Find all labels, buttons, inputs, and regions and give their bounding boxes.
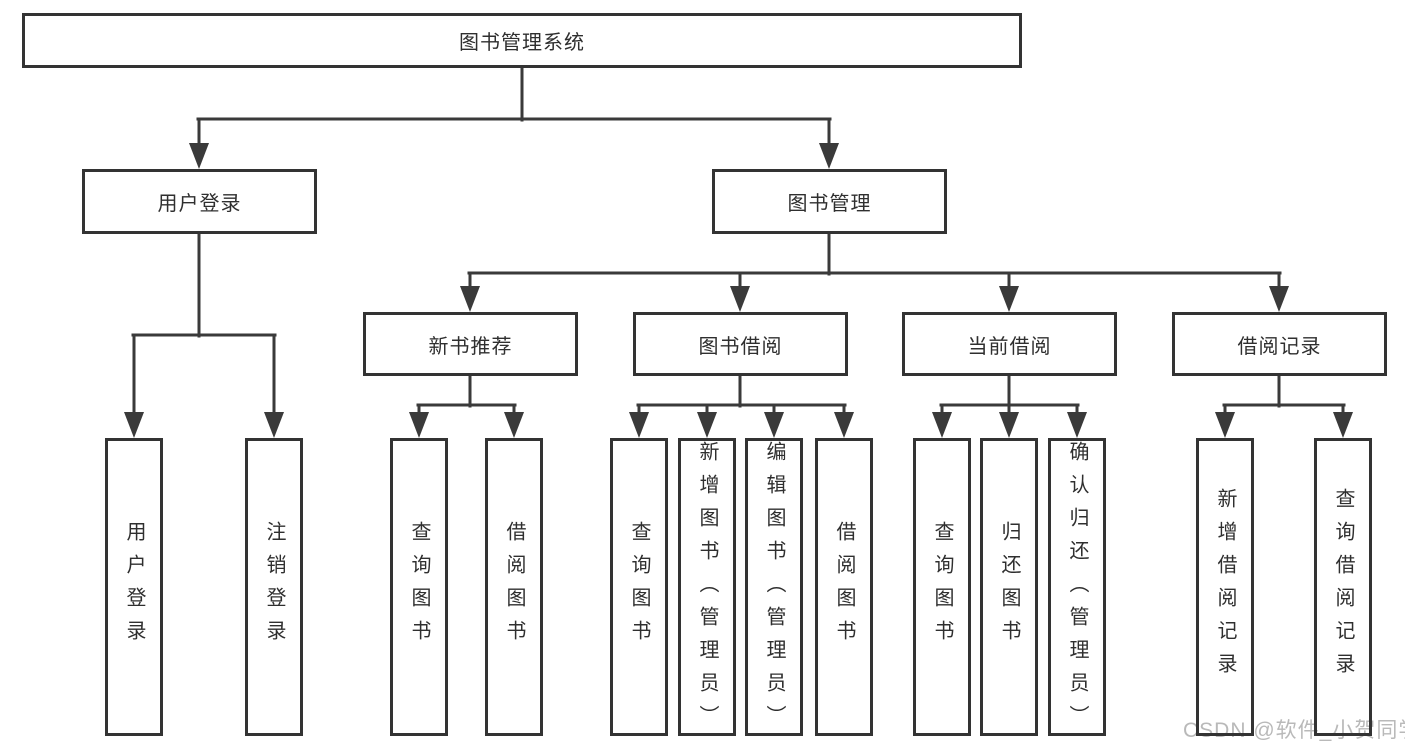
arrowhead (730, 286, 750, 312)
leaf-return-book: 归还图书 (980, 438, 1038, 736)
leaf-borrow-books-recommend-label: 借阅图书 (503, 521, 525, 653)
arrowhead (409, 412, 429, 438)
arrowhead (264, 412, 284, 438)
arrowhead (697, 412, 717, 438)
node-book-management: 图书管理 (712, 169, 947, 234)
leaf-query-books-recommend: 查询图书 (390, 438, 448, 736)
node-new-book-recommend-label: 新书推荐 (428, 335, 513, 358)
arrowhead (932, 412, 952, 438)
leaf-borrow-books-recommend: 借阅图书 (485, 438, 543, 736)
leaf-user-login: 用户登录 (105, 438, 163, 736)
leaf-user-login-label: 用户登录 (123, 521, 145, 653)
arrowhead (629, 412, 649, 438)
arrowhead (1333, 412, 1353, 438)
node-root: 图书管理系统 (22, 13, 1022, 68)
leaf-query-books-recommend-label: 查询图书 (408, 521, 430, 653)
leaf-add-borrow-record-label: 新增借阅记录 (1214, 488, 1236, 686)
leaf-query-books-current-label: 查询图书 (931, 521, 953, 653)
arrowhead (764, 412, 784, 438)
arrowhead (1269, 286, 1289, 312)
leaf-add-book-admin-label: 新增图书（管理员） (696, 441, 718, 738)
node-user-login: 用户登录 (82, 169, 317, 234)
leaf-return-book-label: 归还图书 (998, 521, 1020, 653)
leaf-query-books-borrow: 查询图书 (610, 438, 668, 736)
node-book-management-label: 图书管理 (787, 193, 872, 215)
node-book-borrow-label: 图书借阅 (698, 335, 783, 358)
leaf-add-book-admin: 新增图书（管理员） (678, 438, 736, 738)
arrowhead (999, 412, 1019, 438)
leaf-query-borrow-record-label: 查询借阅记录 (1332, 488, 1354, 686)
arrowhead (460, 286, 480, 312)
arrowhead (999, 286, 1019, 312)
node-current-borrow-label: 当前借阅 (967, 335, 1052, 358)
leaf-edit-book-admin: 编辑图书（管理员） (745, 438, 803, 738)
node-borrow-records-label: 借阅记录 (1237, 335, 1322, 358)
node-root-label: 图书管理系统 (459, 32, 585, 54)
leaf-borrow-books: 借阅图书 (815, 438, 873, 736)
leaf-edit-book-admin-label: 编辑图书（管理员） (763, 441, 785, 738)
node-borrow-records: 借阅记录 (1172, 312, 1387, 376)
node-user-login-label: 用户登录 (157, 193, 242, 215)
leaf-query-borrow-record: 查询借阅记录 (1314, 438, 1372, 736)
leaf-confirm-return-admin-label: 确认归还（管理员） (1066, 441, 1088, 738)
leaf-logout-label: 注销登录 (263, 521, 285, 653)
node-new-book-recommend: 新书推荐 (363, 312, 578, 376)
csdn-watermark: CSDN @软件_小贺同学 (1183, 719, 1405, 742)
arrowhead (1067, 412, 1087, 438)
leaf-confirm-return-admin: 确认归还（管理员） (1048, 438, 1106, 738)
node-book-borrow: 图书借阅 (633, 312, 848, 376)
arrowhead (819, 143, 839, 169)
leaf-query-books-current: 查询图书 (913, 438, 971, 736)
arrowhead (834, 412, 854, 438)
leaf-logout: 注销登录 (245, 438, 303, 736)
leaf-query-books-borrow-label: 查询图书 (628, 521, 650, 653)
arrowhead (504, 412, 524, 438)
node-current-borrow: 当前借阅 (902, 312, 1117, 376)
leaf-borrow-books-label: 借阅图书 (833, 521, 855, 653)
arrowhead (189, 143, 209, 169)
arrowhead (1215, 412, 1235, 438)
leaf-add-borrow-record: 新增借阅记录 (1196, 438, 1254, 736)
arrowhead (124, 412, 144, 438)
